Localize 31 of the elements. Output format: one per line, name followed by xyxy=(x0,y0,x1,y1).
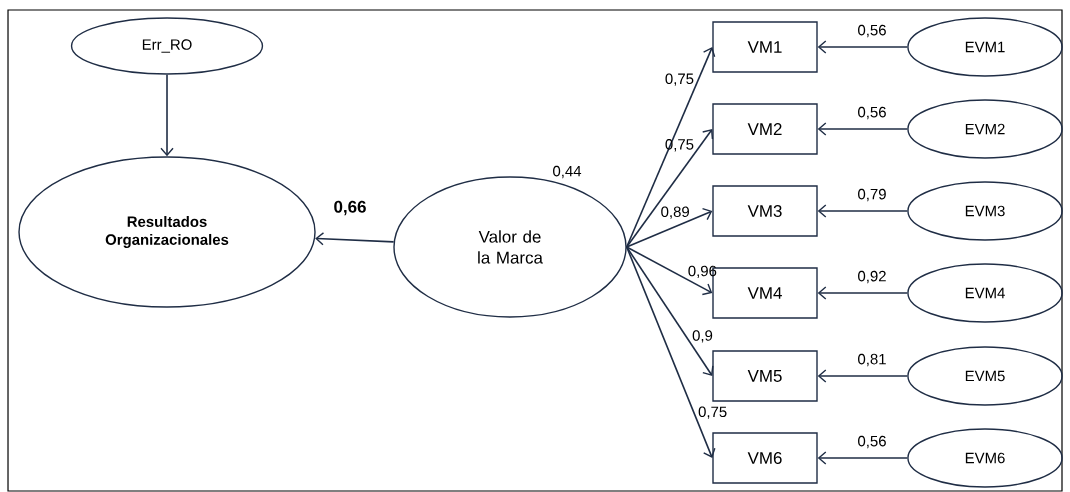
edge-label: 0,56 xyxy=(858,435,886,449)
indicator-box: VM1 xyxy=(712,21,818,73)
arrow xyxy=(625,246,716,458)
edge-label: 0,9 xyxy=(692,330,713,343)
edge-label: 0,89 xyxy=(661,206,689,219)
edge-label: 0,75 xyxy=(698,406,727,419)
arrow xyxy=(625,246,714,376)
indicator-box: VM5 xyxy=(712,350,818,402)
arrow xyxy=(625,207,713,248)
edge-label: 0,56 xyxy=(858,106,886,120)
indicator-box: VM3 xyxy=(712,185,818,237)
indicator-box: VM2 xyxy=(712,103,818,155)
arrow xyxy=(817,286,909,300)
edge-label: 0,92 xyxy=(858,270,886,284)
arrow xyxy=(315,232,395,246)
edge-label: 0,56 xyxy=(858,24,886,38)
arrow xyxy=(625,129,714,248)
arrow xyxy=(817,40,909,54)
arrow xyxy=(160,73,174,157)
arrow xyxy=(817,369,909,383)
edge-label: 0,66 xyxy=(334,200,366,216)
edge-label: 0,79 xyxy=(858,188,886,202)
edge-label: 0,75 xyxy=(665,73,694,86)
indicator-box: VM6 xyxy=(712,432,818,484)
arrow xyxy=(817,204,909,218)
arrow xyxy=(625,246,713,296)
arrow xyxy=(817,451,909,465)
arrow xyxy=(625,47,716,248)
arrow xyxy=(817,122,909,136)
edge-label: 0,81 xyxy=(858,353,886,367)
value-label: 0,44 xyxy=(553,165,582,179)
